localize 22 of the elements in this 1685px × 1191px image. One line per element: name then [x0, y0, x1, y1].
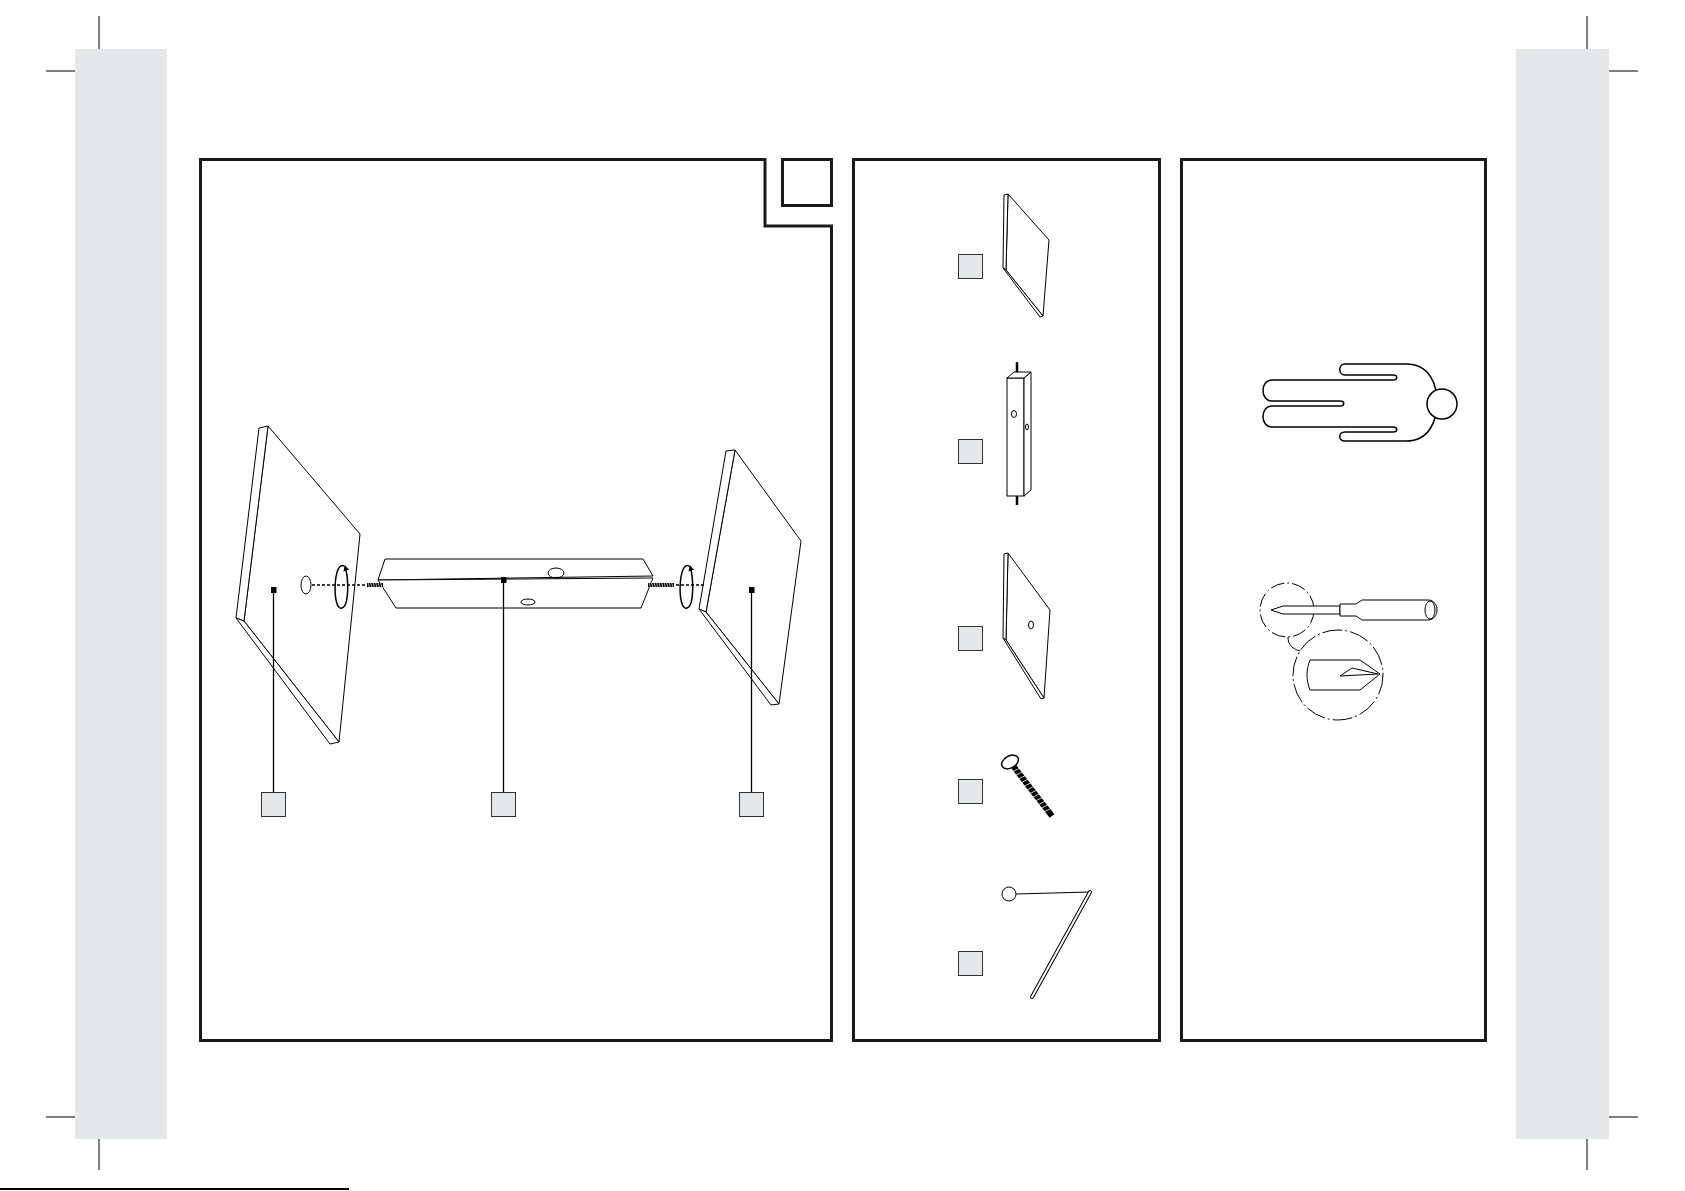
leader-line	[270, 587, 277, 793]
callout-box	[958, 254, 983, 279]
callout-box	[739, 792, 764, 817]
margin-band	[1516, 49, 1609, 1139]
callout-box	[958, 951, 983, 976]
callout-box	[491, 792, 516, 817]
parts-frame	[852, 158, 1161, 1042]
step-number-box	[781, 158, 833, 207]
callout-box	[958, 626, 983, 651]
leader-line	[748, 587, 755, 793]
side-panel-drawing	[234, 424, 362, 744]
margin-band	[75, 49, 167, 1139]
dashed-guide-line	[310, 584, 366, 586]
tools-frame	[1180, 158, 1487, 1042]
callout-box	[958, 779, 983, 804]
dashed-guide-line	[675, 584, 705, 586]
callout-box	[958, 439, 983, 464]
assembly-frame	[199, 158, 833, 1042]
beam-drawing	[365, 556, 676, 610]
callout-box	[261, 792, 286, 817]
leader-line	[500, 577, 507, 793]
side-panel-drawing	[697, 448, 803, 707]
